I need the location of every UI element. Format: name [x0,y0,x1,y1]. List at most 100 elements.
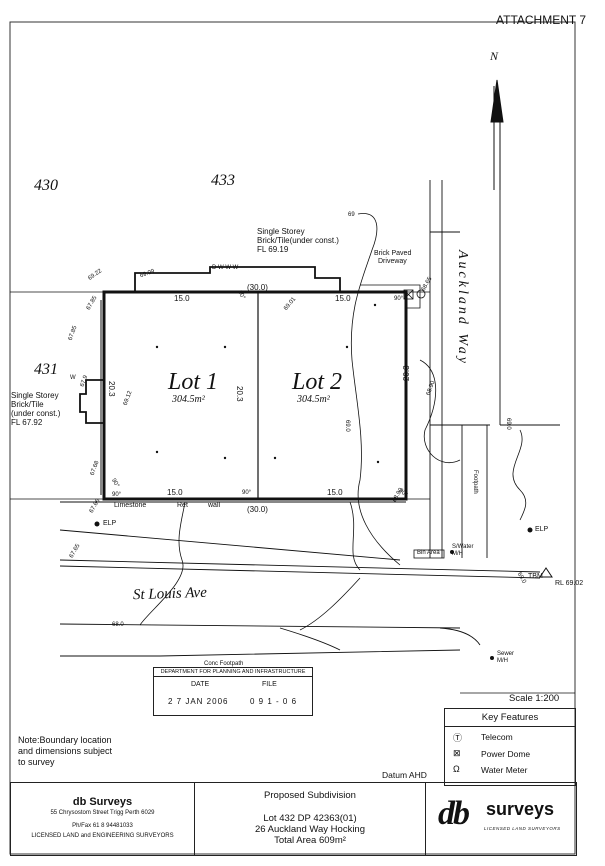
swater-line2: M/H [452,551,463,557]
contour-label-68-0: 68.0 [112,622,124,628]
site-address-label: 26 Auckland Way Hocking [254,824,365,835]
logo-db-mark: db [438,795,470,832]
company-details: db Surveys 55 Chrysostom Street Trigg Pe… [11,783,195,855]
total-area-label: Total Area 609m² [274,835,346,846]
elp-right-label: ELP [535,526,549,533]
house-west-line4: FL 67.92 [11,418,43,427]
note-line3: to survey [18,757,55,767]
elp-right-marker [527,527,533,533]
auckland-way-label: Auckland Way [455,250,470,366]
stamp-department: DEPARTMENT FOR PLANNING AND INFRASTRUCTU… [154,669,312,677]
bin-area-box [413,549,445,559]
ret-label: Ret [177,502,188,509]
lot-dp-label: Lot 432 DP 42363(01) [263,813,357,824]
sewer-line1: Sewer [497,651,515,657]
contour-lines [139,213,527,631]
st-louis-ave-label: St Louis Ave [132,584,208,604]
dim-side-middle: 20.3 [235,386,244,402]
swater-line1: S/Water [452,544,474,550]
lot-2-label: Lot 2 [292,369,343,395]
dim-bottom-right: 15.0 [327,488,343,497]
datum-label: Datum AHD [382,770,427,780]
auckland-way-road [429,180,560,558]
logo-surveys-word: surveys [486,799,555,819]
lot-1-area: 304.5m² [172,394,205,405]
power-dome-icon: ⊠ [453,748,461,758]
sheet-border [9,21,576,855]
stamp-date-label: DATE [191,681,210,688]
lot-1-label: Lot 1 [168,369,219,395]
level-69: 69 [348,212,355,218]
dim-bottom-total: (30.0) [247,505,268,514]
dim-side-right: 20.3 [402,365,411,381]
power-dome-symbol [403,289,414,300]
telecom-symbol [416,289,426,299]
company-phone: Ph/Fax 61 8 94481033 [72,823,133,829]
driveway-line2: Driveway [378,258,407,265]
footpath-label: Footpath [472,470,478,494]
telecom-icon: Ⓣ [453,733,463,743]
house-north-line1: Single Storey [257,227,305,236]
dim-bottom-left: 15.0 [167,488,183,497]
company-licence: LICENSED LAND and ENGINEERING SURVEYORS [31,833,174,839]
st-louis-ave-road [59,501,541,657]
angle-4: 90° [394,296,404,302]
house-west-line3: (under const.) [11,409,61,418]
key-item-power-dome: Power Dome [481,749,531,759]
stamp-file-value: 0 9 1 - 0 6 [250,697,298,706]
scale-label: Scale 1:200 [509,693,560,704]
key-features-title: Key Features [445,712,575,727]
house-west-line1: Single Storey [11,391,59,400]
title-block: db Surveys 55 Chrysostom Street Trigg Pe… [10,782,577,856]
north-label: N [490,49,499,63]
house-north-line3: FL 69.19 [257,245,289,254]
key-item-water-meter: Water Meter [481,765,528,775]
key-item-telecom: Telecom [481,732,513,742]
bin-area-label: Bin Area [417,550,440,556]
tbm-line1: TBM [528,573,543,580]
angle-6: 90° [112,492,122,498]
north-arrow [490,79,504,190]
dim-side-left: 20.3 [107,381,116,397]
driveway-line1: Brick Paved [374,250,412,257]
angle-3: 90° [242,490,252,496]
project-details: Proposed Subdivision Lot 432 DP 42363(01… [195,783,426,855]
window-marks: D W W W [212,265,239,271]
neighbour-lot-430: 430 [34,177,58,194]
note-line2: and dimensions subject [18,746,113,756]
dim-top-left: 15.0 [174,294,190,303]
limestone-label: Limestone [114,502,147,509]
contour-label-69-0b: 69.0 [505,418,511,430]
dim-top-right: 15.0 [335,294,351,303]
attachment-label: ATTACHMENT 7 [496,13,587,27]
note-line1: Note:Boundary location [18,735,112,745]
neighbour-lot-431: 431 [34,361,58,378]
house-west-line2: Brick/Tile [11,400,44,409]
conc-footpath-label: Conc Footpath [204,661,244,667]
house-north-line2: Brick/Tile(under const.) [257,236,339,245]
logo-tagline: LICENSED LAND SURVEYORS [484,826,561,831]
tbm-marker [539,567,553,578]
company-address: 55 Chrysostom Street Trigg Perth 6029 [50,810,155,816]
subdivision-boundary [102,290,408,501]
spot-levels [155,303,380,464]
sewer-marker [490,656,494,660]
water-meter-icon: Ω [453,764,460,774]
dim-top-total: (30.0) [247,283,268,292]
wall-label: wall [208,502,221,509]
contour-label-69-0a: 69.0 [344,420,350,432]
neighbour-lot-433: 433 [211,172,235,189]
lot-boundaries [10,266,430,501]
company-logo: db surveys LICENSED LAND SURVEYORS [426,783,576,855]
proposal-label: Proposed Subdivision [264,790,356,801]
swater-marker [450,550,454,554]
tbm-line2: RL 69.02 [555,580,584,587]
key-features-legend: Key Features Ⓣ Telecom ⊠ Power Dome Ω Wa… [444,708,576,786]
elp-left-marker [94,521,100,527]
stamp-date-value: 2 7 JAN 2006 [168,697,229,706]
company-name: db Surveys [72,796,133,808]
planning-stamp: DEPARTMENT FOR PLANNING AND INFRASTRUCTU… [153,667,313,716]
elp-left-label: ELP [103,520,117,527]
stamp-file-label: FILE [262,681,277,688]
